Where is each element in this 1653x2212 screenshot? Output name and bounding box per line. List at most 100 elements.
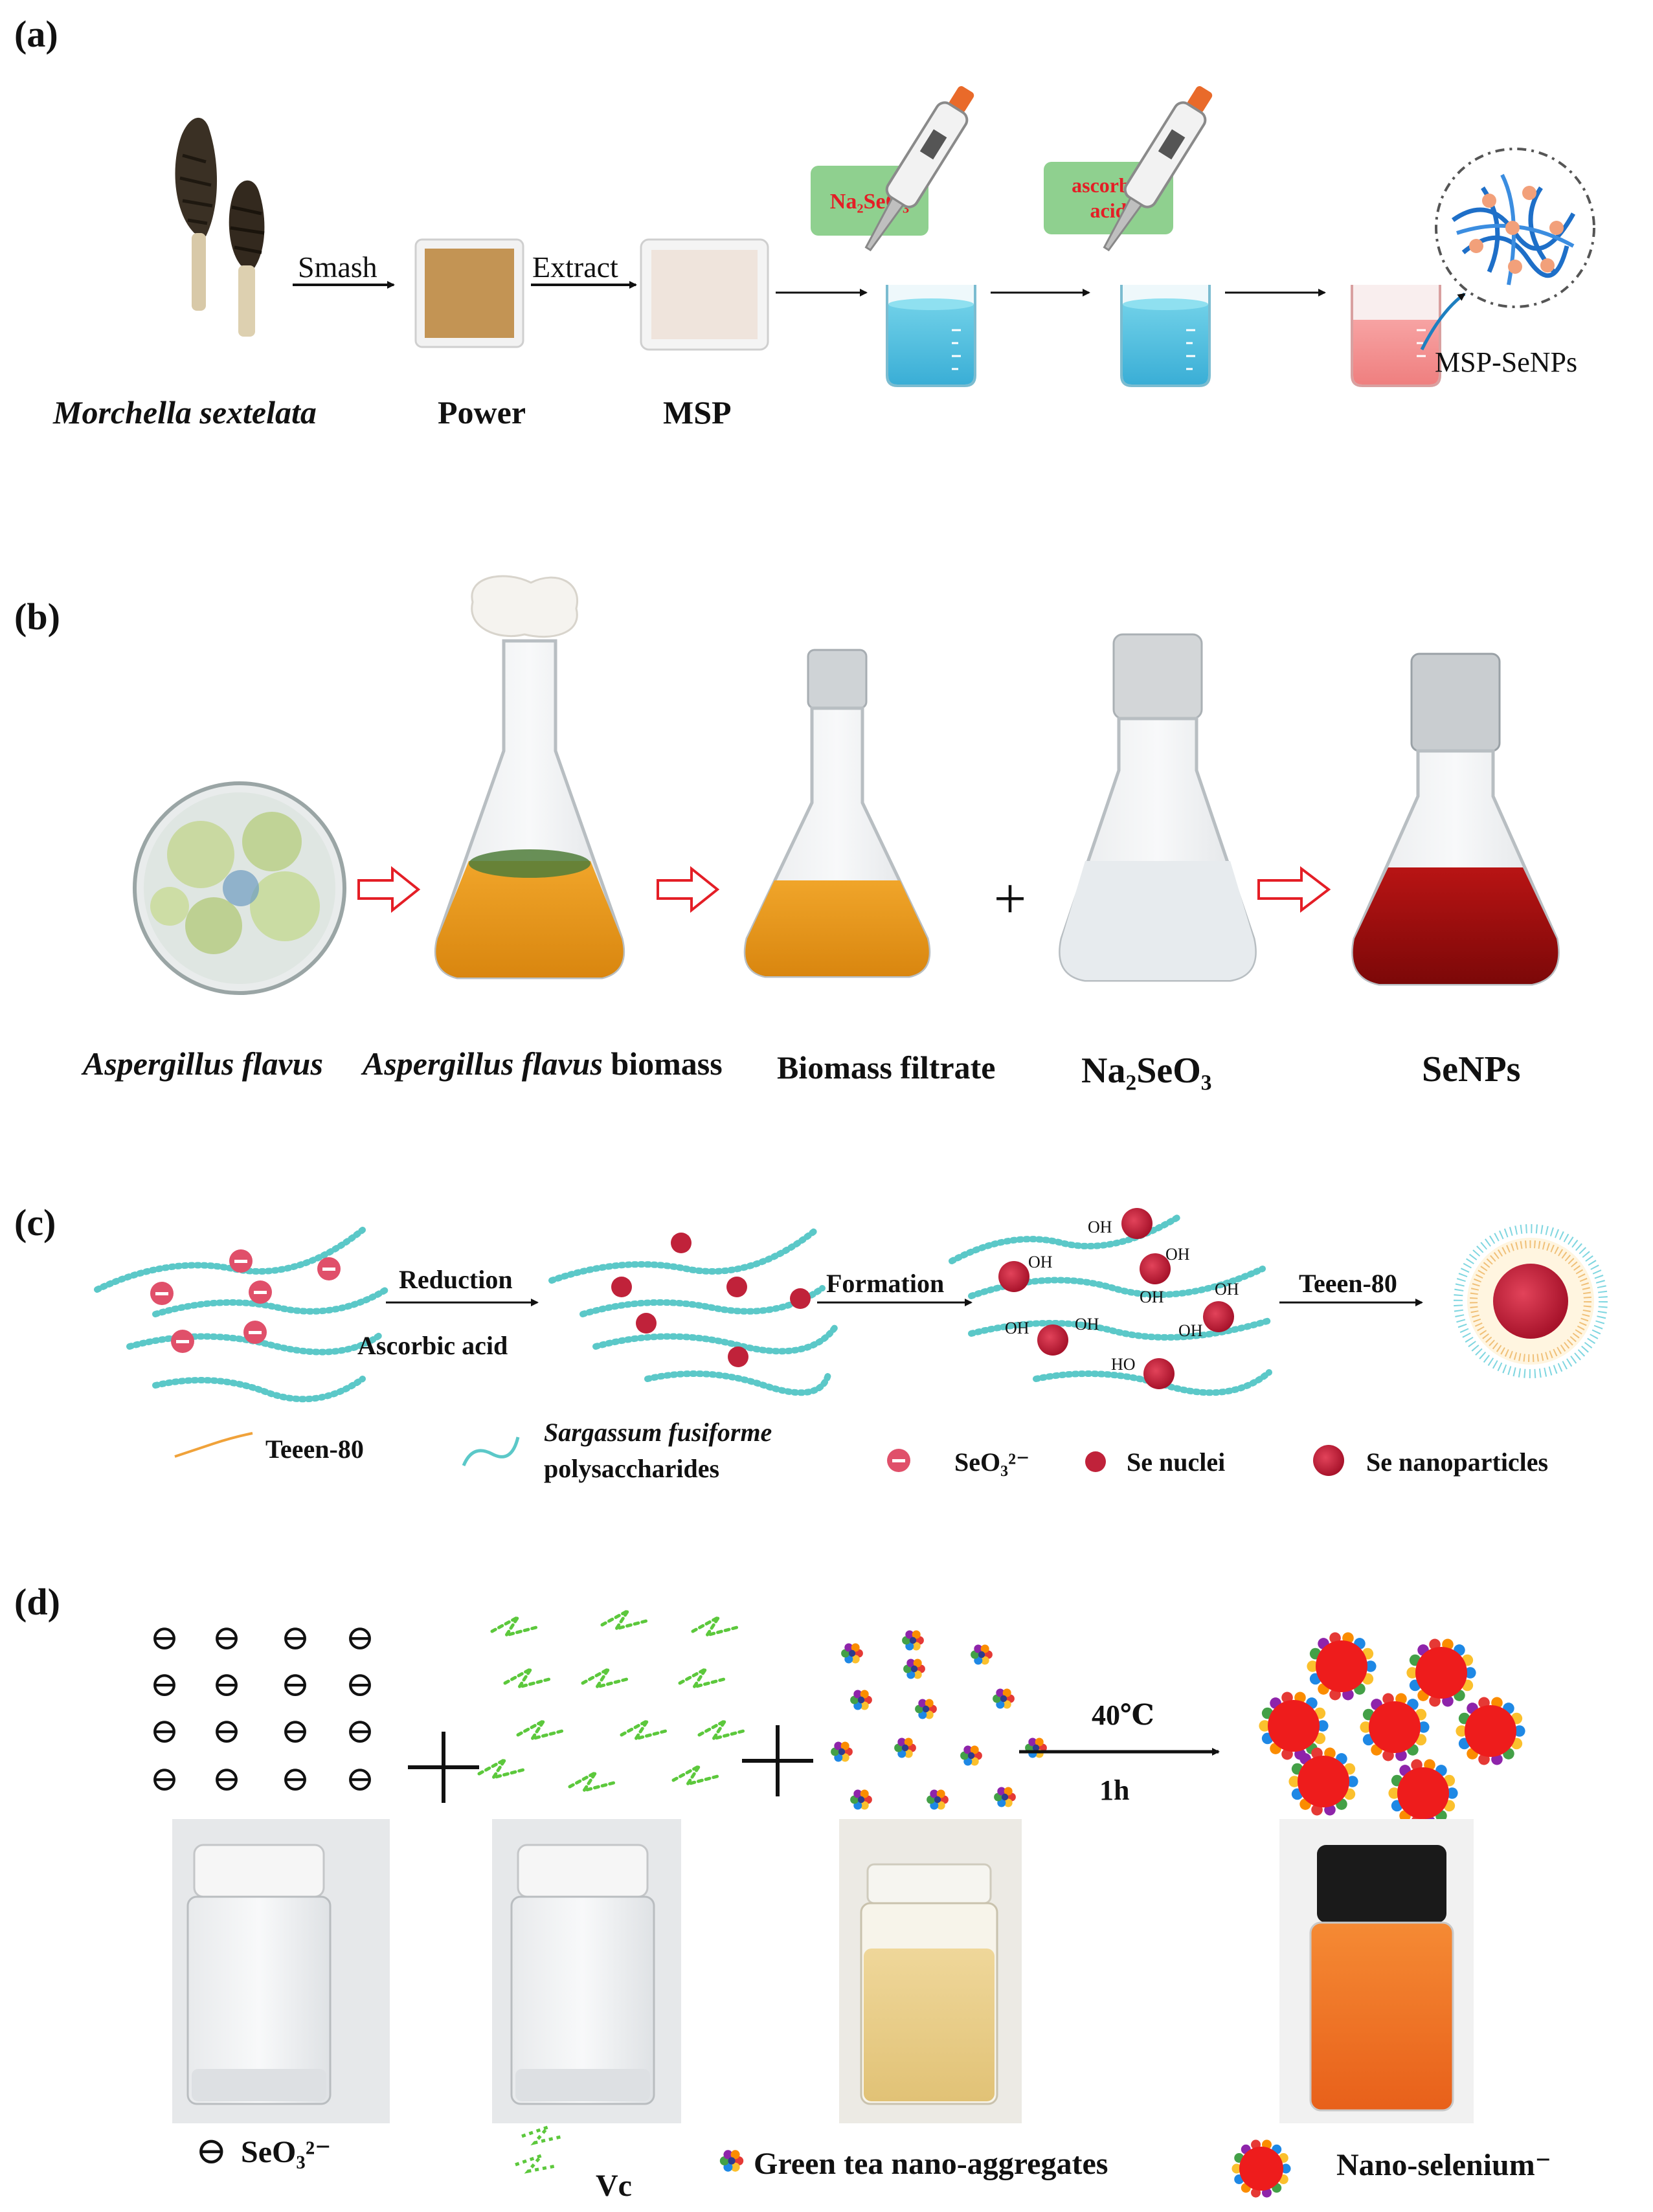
seo3-anion-icon: ⊖ <box>212 1712 241 1750</box>
vc-molecule <box>673 1766 717 1784</box>
oh-label: OH <box>1140 1288 1164 1306</box>
vc-molecule <box>492 1617 536 1635</box>
condition-temp: 40℃ <box>1092 1699 1154 1731</box>
legend-seo3-d: SeO₃²⁻ <box>241 2135 331 2169</box>
caption-na2seo3: Na₂SeO₃ <box>1081 1051 1212 1091</box>
oh-label: OH <box>1088 1218 1112 1236</box>
vc-molecule <box>699 1721 743 1739</box>
seo3-anion-icon: ⊖ <box>150 1760 179 1798</box>
nano-selenium-icon <box>1360 1693 1429 1761</box>
legend-sargassum: Sargassum fusiforme <box>544 1418 772 1447</box>
oh-label: OH <box>1028 1253 1053 1271</box>
legend-seo3: SeO₃²⁻ <box>954 1447 1029 1477</box>
mushroom-icon <box>175 118 264 337</box>
seo3-anion-icon: ⊖ <box>150 1712 179 1750</box>
vc-molecule <box>570 1772 614 1791</box>
seo3-anion-icon: ⊖ <box>150 1618 179 1657</box>
tea-aggregate-icon <box>1025 1737 1047 1758</box>
oh-label: OH <box>1005 1319 1029 1337</box>
vc-molecule <box>518 1721 562 1739</box>
panel-b: (b) + <box>14 576 1558 1091</box>
panel-d-label: (d) <box>14 1581 60 1623</box>
vc-legend-swatch <box>515 2127 563 2171</box>
vial-icon <box>1279 1819 1474 2123</box>
seo3-anion-icon: ⊖ <box>345 1618 374 1657</box>
seo3-anion-icon: ⊖ <box>280 1760 309 1798</box>
nano-selenium-icon <box>1231 2139 1290 2197</box>
nano-selenium-icon <box>1307 1633 1376 1701</box>
nano-selenium-icon <box>1406 1639 1476 1707</box>
petri-dish-icon <box>135 783 344 993</box>
panel-b-label: (b) <box>14 596 60 638</box>
vial-icon <box>172 1819 390 2123</box>
anion-legend-icon: ⊖ <box>196 2130 227 2172</box>
vc-strands <box>479 1611 743 1791</box>
caption-powder: Power <box>438 394 526 430</box>
process-arrow <box>1259 869 1329 910</box>
caption-product: MSP-SeNPs <box>1435 346 1577 378</box>
plus-sign <box>408 1732 479 1803</box>
tea-aggregate-icon <box>927 1789 949 1809</box>
oh-label: OH <box>1215 1280 1239 1299</box>
seo3-anion-icon: ⊖ <box>280 1712 309 1750</box>
tea-aggregate-icon <box>994 1787 1016 1807</box>
legend-se-nanoparticles: Se nanoparticles <box>1366 1447 1548 1477</box>
tea-aggregate-icon <box>971 1644 993 1664</box>
seo3-anion-icon: ⊖ <box>150 1665 179 1704</box>
green-tea-aggregates <box>831 1630 1047 1809</box>
panel-c: (c) Reduction Ascorbic acid <box>14 1201 1603 1483</box>
powder-tray-icon <box>416 240 523 347</box>
flask-icon <box>436 576 623 978</box>
arrow-ascorbic-label: Ascorbic acid <box>357 1331 508 1360</box>
ho-label: HO <box>1111 1355 1136 1374</box>
nuclei-swatch <box>1085 1451 1106 1472</box>
seo3-anion-icon: ⊖ <box>212 1618 241 1657</box>
seo3-anion-icon: ⊖ <box>212 1665 241 1704</box>
seo3-anion-icon: ⊖ <box>345 1712 374 1750</box>
legend-se-nuclei: Se nuclei <box>1127 1447 1225 1477</box>
seo3-anion-icon: ⊖ <box>280 1665 309 1704</box>
tea-aggregate-icon <box>841 1643 863 1663</box>
vc-molecule <box>693 1617 737 1635</box>
seo3-anion-icon: ⊖ <box>280 1618 309 1657</box>
tea-aggregate-icon <box>850 1690 872 1710</box>
nano-selenium-legend-icon <box>1231 2139 1290 2197</box>
tea-aggregate-icon <box>894 1737 916 1758</box>
tea-aggregate-icon <box>915 1699 937 1719</box>
caption-biomass-plain: biomass <box>603 1045 723 1082</box>
panel-a: (a) Smash Extract N <box>14 13 1594 430</box>
caption-msp: MSP <box>663 394 732 430</box>
plus-sign <box>742 1725 813 1796</box>
nano-selenium-icon <box>1456 1697 1525 1765</box>
tea-aggregate-icon <box>960 1745 982 1765</box>
polysaccharide-strands <box>552 1230 835 1392</box>
legend-green-tea: Green tea nano-aggregates <box>754 2147 1108 2181</box>
panel-c-label: (c) <box>14 1201 56 1244</box>
extract-label: Extract <box>532 251 618 284</box>
tea-aggregate-icon <box>902 1630 924 1650</box>
polysaccharide-swatch <box>464 1437 518 1466</box>
flask-icon <box>1061 634 1255 980</box>
arrow-reduction-label: Reduction <box>399 1265 513 1294</box>
oh-label: OH <box>1075 1315 1099 1334</box>
plus-sign: + <box>994 867 1027 931</box>
caption-morchella: Morchella sextelata <box>52 394 317 430</box>
legend-nano-selenium: Nano-selenium⁻ <box>1336 2148 1551 2182</box>
legend-teeen: Teeen-80 <box>265 1435 364 1464</box>
vial-icon <box>492 1819 681 2123</box>
process-arrow <box>658 869 717 910</box>
oh-label: OH <box>1178 1321 1203 1340</box>
tea-aggregate-icon <box>720 2150 743 2171</box>
nano-selenium-icon <box>1388 1760 1457 1827</box>
caption-aspergillus: Aspergillus flavus <box>81 1045 323 1082</box>
beaker-icon <box>887 285 975 386</box>
nanoparticle-swatch <box>1313 1445 1344 1476</box>
vc-molecule <box>505 1669 549 1687</box>
panel-d: (d) ⊖⊖⊖⊖⊖⊖⊖⊖⊖⊖⊖⊖⊖⊖⊖⊖ 40℃ 1h <box>14 1581 1551 2203</box>
anion-grid: ⊖⊖⊖⊖⊖⊖⊖⊖⊖⊖⊖⊖⊖⊖⊖⊖ <box>150 1618 374 1798</box>
vc-molecule <box>602 1611 646 1629</box>
oh-label: OH <box>1165 1245 1190 1264</box>
micelle-icon <box>1458 1229 1603 1374</box>
tea-aggregate-icon <box>993 1688 1015 1708</box>
